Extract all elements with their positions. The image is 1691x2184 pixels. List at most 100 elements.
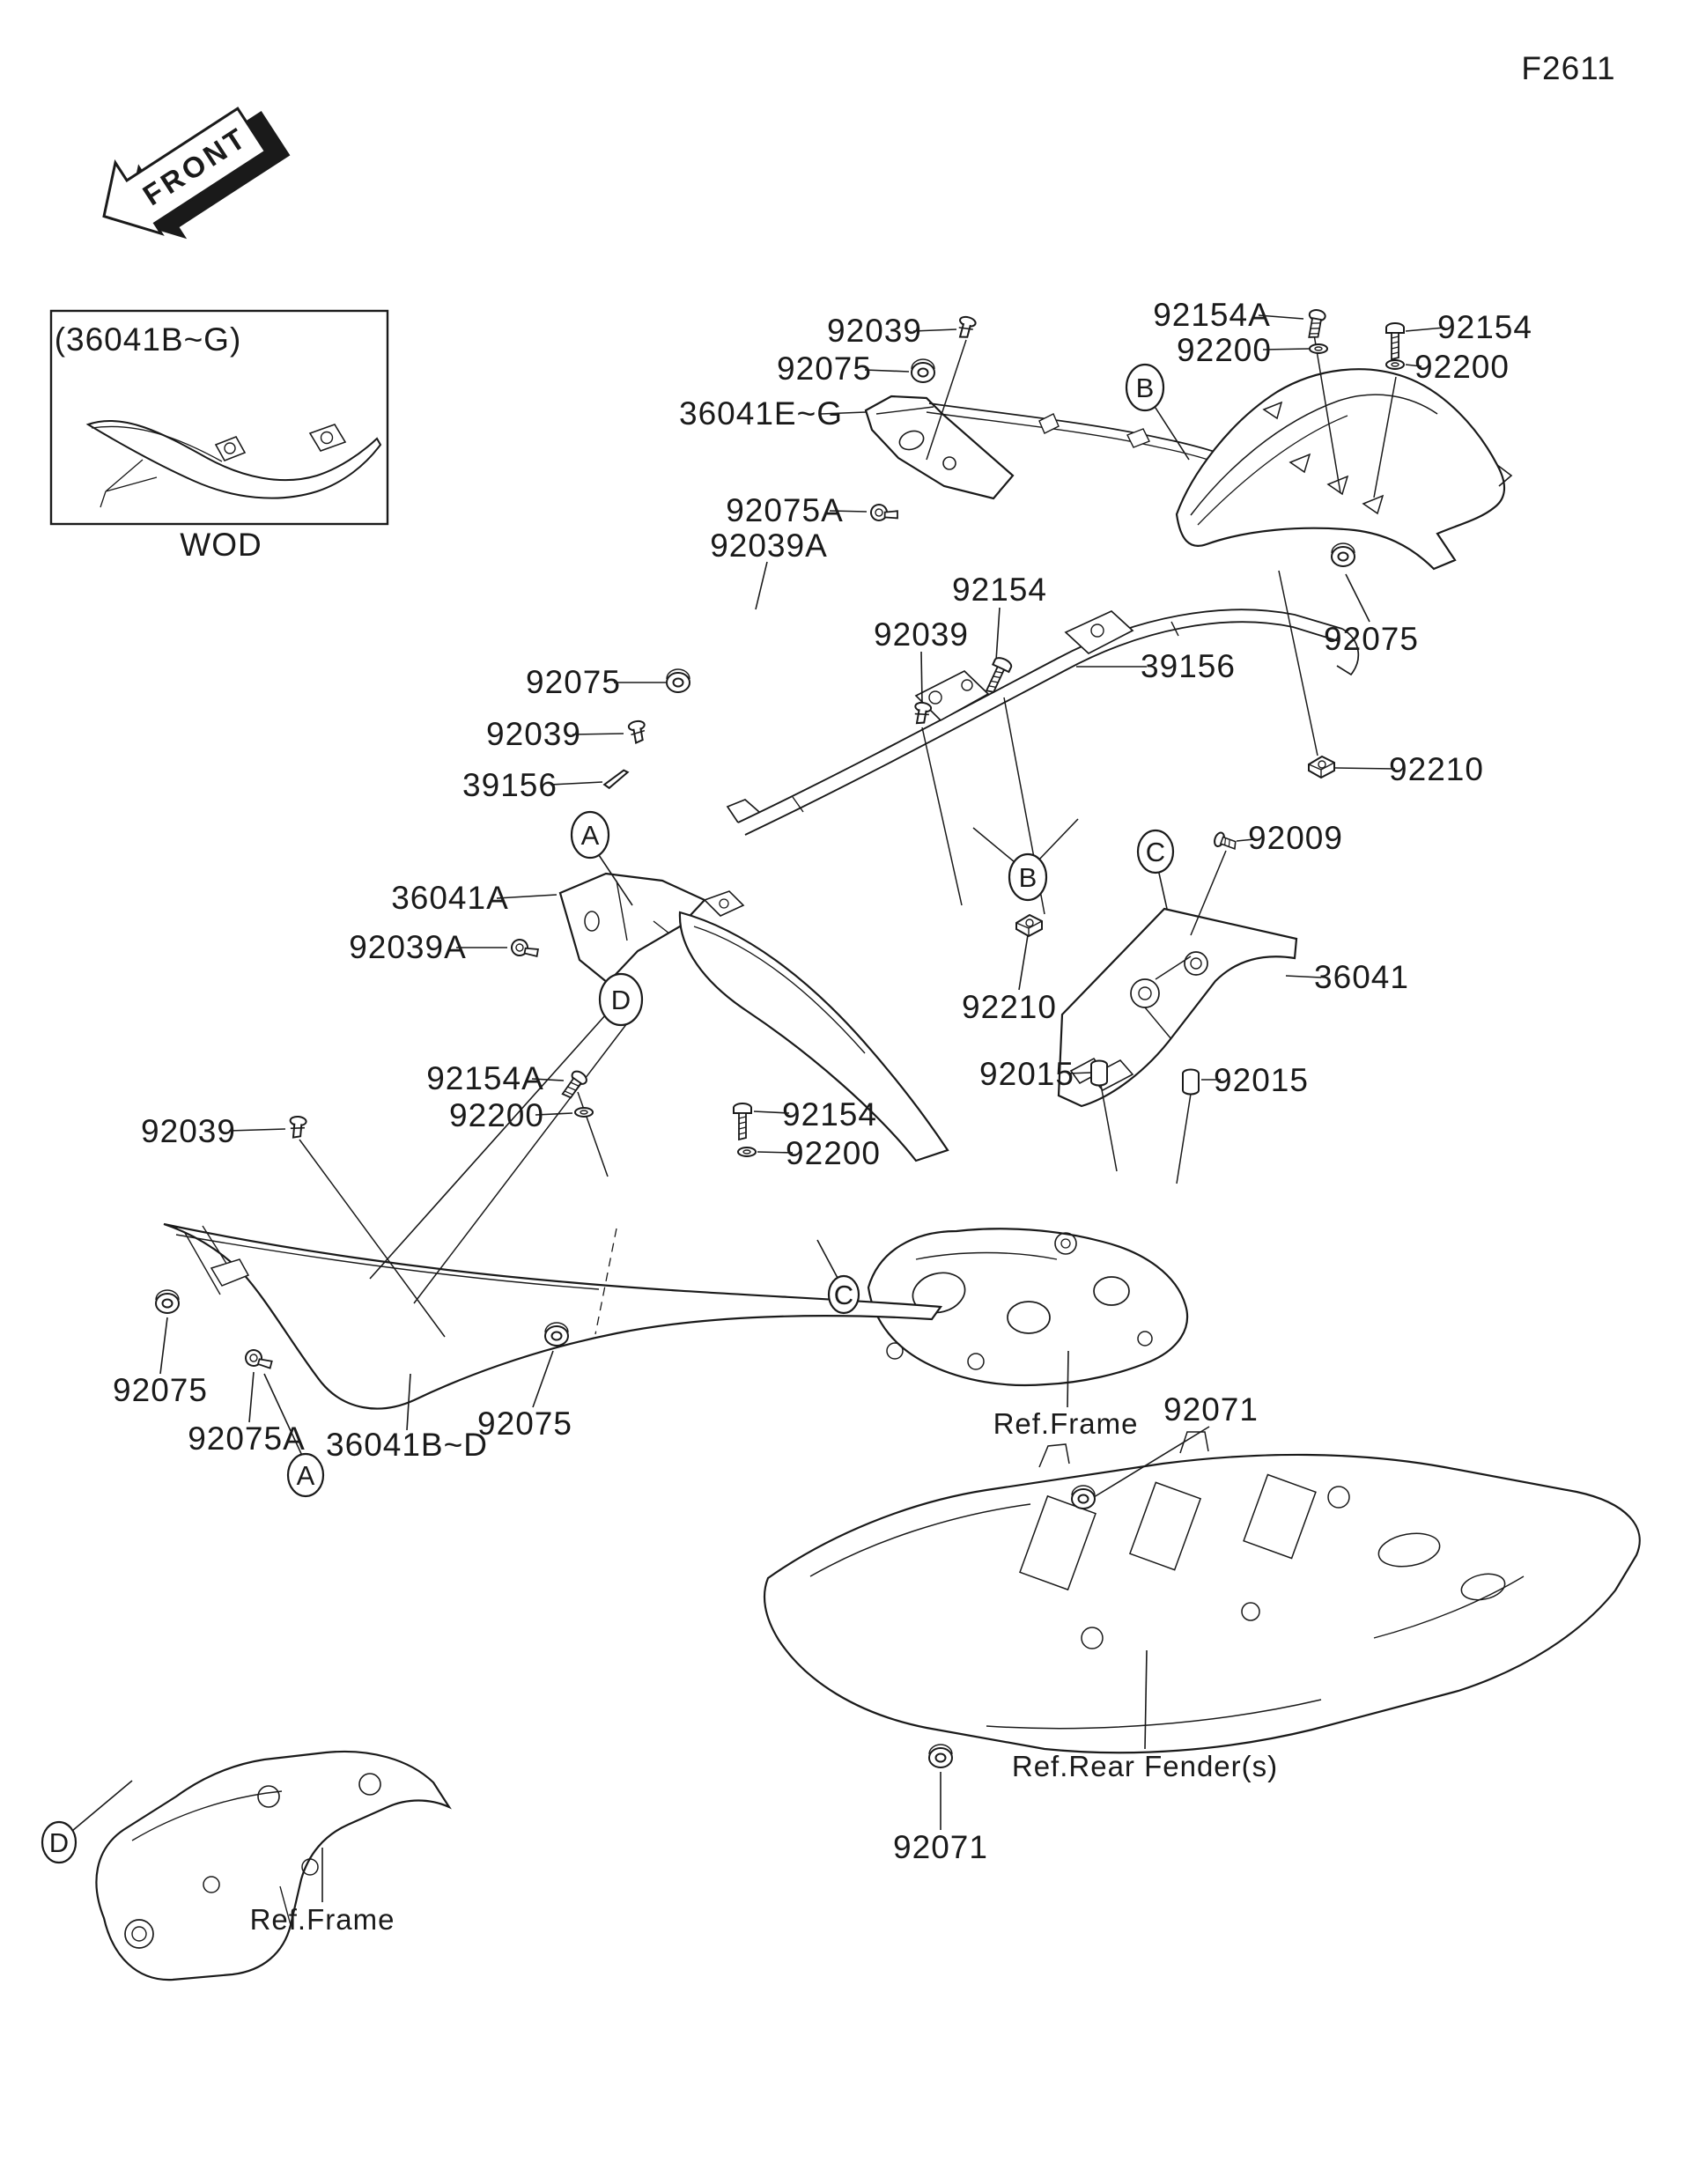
detail-circle-c: C — [1136, 829, 1175, 874]
detail-circle-letter: B — [1136, 373, 1155, 403]
detail-circle-outline — [570, 810, 610, 860]
hardware-smallscrew-icon — [1212, 830, 1240, 853]
leader-line — [757, 1151, 794, 1154]
page-code: F2611 — [1521, 50, 1615, 86]
leader-line — [753, 1110, 790, 1114]
part-label-36041EG: 36041E~G — [679, 395, 843, 432]
leader-line — [406, 1373, 411, 1431]
leader-line — [1405, 327, 1445, 332]
part-label-92210-right: 92210 — [1389, 751, 1484, 787]
leader-line — [864, 369, 910, 373]
part-label-92075-botM: 92075 — [477, 1406, 572, 1442]
leader-line — [912, 328, 957, 332]
hardware-bolt-icon — [1385, 322, 1405, 360]
part-label-ref-frame-mid: Ref.Frame — [993, 1407, 1139, 1440]
hardware-collar-icon — [1090, 1059, 1108, 1087]
detail-circle-outline — [598, 972, 644, 1027]
leader-line — [1067, 1350, 1069, 1408]
leader-line — [496, 894, 558, 899]
part-label-92154-low: 92154 — [782, 1096, 877, 1133]
hardware-collar-icon — [1182, 1068, 1200, 1096]
part-label-92075-top: 92075 — [777, 350, 872, 387]
part-label-92154-topR: 92154 — [1437, 309, 1532, 345]
detail-circle-a: A — [286, 1452, 325, 1498]
part-label-92154A-low: 92154A — [426, 1060, 544, 1096]
detail-circle-outline — [41, 1820, 78, 1864]
hardware-grommet-icon — [666, 668, 690, 693]
hardware-sliver-icon — [602, 768, 631, 791]
hardware-panscrew-icon — [1304, 307, 1327, 341]
leader-line — [532, 1350, 554, 1408]
part-labels: 920399207536041E~G92075A92039A92154A9220… — [113, 297, 1532, 1936]
part-label-39156-right: 39156 — [1141, 648, 1236, 684]
part-label-92039-midL: 92039 — [486, 716, 581, 752]
inset-border — [49, 309, 389, 526]
detail-circle-letter: C — [834, 1280, 853, 1310]
leader-line — [820, 411, 867, 415]
detail-circle-outline — [1136, 829, 1175, 874]
part-label-36041A: 36041A — [391, 880, 509, 916]
part-right-side-cover — [1175, 368, 1513, 571]
detail-circle-outline — [827, 1274, 860, 1315]
part-lower-left-cover — [163, 1222, 943, 1410]
leader-line — [550, 781, 603, 786]
part-left-cover-a — [558, 872, 949, 1162]
part-label-92075-botL: 92075 — [113, 1372, 208, 1408]
front-arrow-icon — [102, 107, 268, 236]
leader-line — [1262, 348, 1310, 350]
leader-line — [1258, 314, 1304, 320]
hardware-rivet-icon — [955, 314, 978, 341]
hardware-grommet-icon — [155, 1289, 180, 1314]
part-label-92039-low: 92039 — [141, 1113, 236, 1149]
detail-circle-a: A — [570, 810, 610, 860]
leader-line — [816, 1239, 839, 1280]
detail-circle-c: C — [827, 1274, 860, 1315]
leader-line — [248, 1371, 255, 1423]
part-label-92200-lowR: 92200 — [786, 1135, 881, 1171]
part-ref-frame-bottom — [95, 1750, 452, 1981]
inset-title: (36041B~G) — [55, 321, 242, 358]
detail-circle-letter: A — [297, 1460, 315, 1491]
part-seat-rail-trim — [726, 609, 1360, 836]
part-label-39156-left: 39156 — [462, 767, 558, 803]
leader-line — [1334, 767, 1396, 770]
part-label-92009: 92009 — [1248, 820, 1343, 856]
part-label-92015-right: 92015 — [1214, 1062, 1309, 1098]
part-label-92015-left: 92015 — [979, 1056, 1074, 1092]
leader-line — [1037, 818, 1079, 862]
leader-line — [159, 1317, 168, 1375]
leader-line — [1157, 868, 1168, 910]
leader-line — [755, 561, 768, 610]
detail-circle-letter: D — [611, 985, 631, 1015]
leader-line — [263, 1373, 304, 1458]
hardware-clipnut-icon — [1015, 914, 1043, 937]
inset-panel: (36041B~G) WOD — [49, 309, 389, 563]
detail-circle-outline — [286, 1452, 325, 1498]
hardware-grommet-icon — [911, 358, 935, 383]
detail-circle-d: D — [598, 972, 644, 1027]
leader-line — [1153, 404, 1190, 461]
parts-artwork — [95, 334, 1641, 1981]
part-label-92154-mid: 92154 — [952, 572, 1047, 608]
part-label-92039A-top: 92039A — [710, 528, 828, 564]
part-label-92071-right: 92071 — [1163, 1391, 1259, 1428]
hardware-screwflange-icon — [242, 1345, 275, 1375]
leader-line — [228, 1128, 286, 1132]
hardware-washer-icon — [737, 1147, 757, 1157]
part-label-36041: 36041 — [1314, 959, 1409, 995]
detail-circle-b: B — [1125, 363, 1165, 412]
leader-line — [1345, 573, 1370, 623]
part-label-92200-topL: 92200 — [1177, 332, 1272, 368]
leader-line — [596, 852, 633, 906]
hardware-panscrew-icon — [558, 1067, 590, 1103]
hardware-grommet-icon — [544, 1322, 569, 1347]
part-label-92039-mid: 92039 — [874, 616, 969, 653]
hardware-clipnut-icon — [1308, 756, 1335, 778]
detail-circle-letter: A — [581, 820, 600, 851]
leader-line — [369, 1014, 607, 1280]
detail-circle-letter: D — [49, 1827, 69, 1858]
detail-circle-b: B — [1008, 852, 1048, 902]
leader-line — [1144, 1649, 1148, 1750]
